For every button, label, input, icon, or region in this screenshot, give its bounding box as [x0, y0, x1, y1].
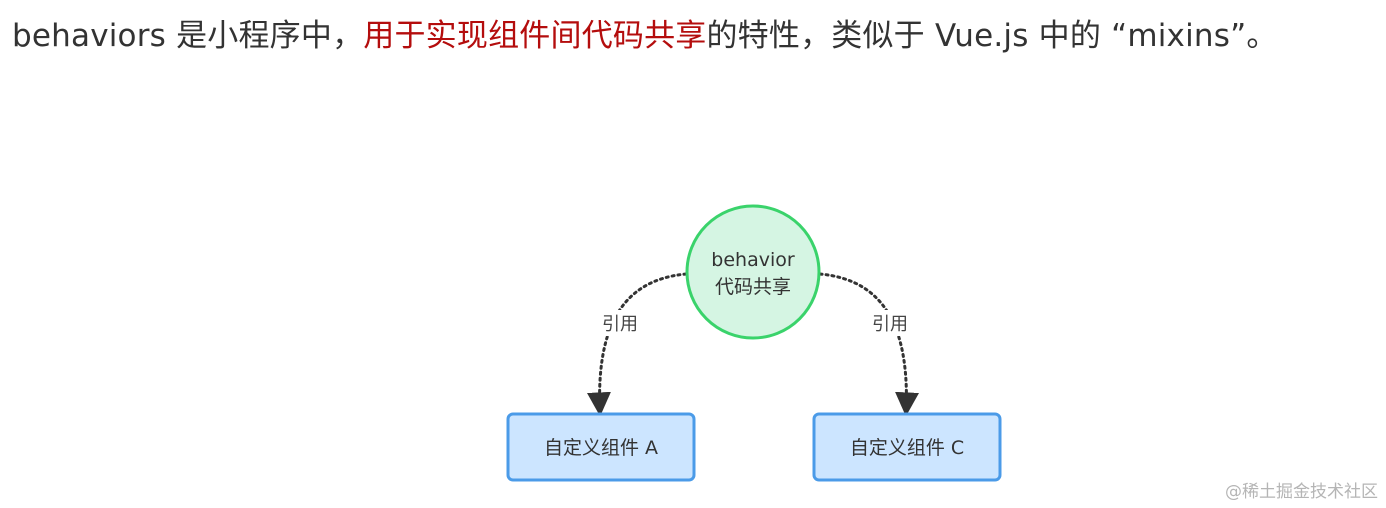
component-c-node: 自定义组件 C	[812, 412, 1002, 482]
edge-right-label: 引用	[872, 314, 908, 335]
headline: behaviors 是小程序中，用于实现组件间代码共享的特性，类似于 Vue.j…	[12, 14, 1278, 58]
behavior-node-subtitle: 代码共享	[715, 276, 791, 298]
component-a-node: 自定义组件 A	[506, 412, 696, 482]
component-a-label: 自定义组件 A	[544, 437, 658, 459]
behavior-node: behavior 代码共享	[685, 204, 821, 340]
edge-left-label: 引用	[602, 314, 638, 335]
edge-left-label-bg	[596, 310, 644, 336]
edge-right-label-bg	[866, 310, 914, 336]
component-c-label: 自定义组件 C	[850, 437, 964, 459]
edge-right	[818, 272, 920, 417]
headline-text-end: 的特性，类似于 Vue.js 中的 “mixins”。	[706, 18, 1278, 54]
watermark: @稀土掘金技术社区	[1225, 482, 1378, 502]
headline-highlight: 用于实现组件间代码共享	[363, 18, 707, 54]
edge-left	[586, 272, 688, 417]
behavior-node-title: behavior	[711, 249, 795, 271]
headline-text-start: behaviors 是小程序中，	[12, 18, 364, 54]
